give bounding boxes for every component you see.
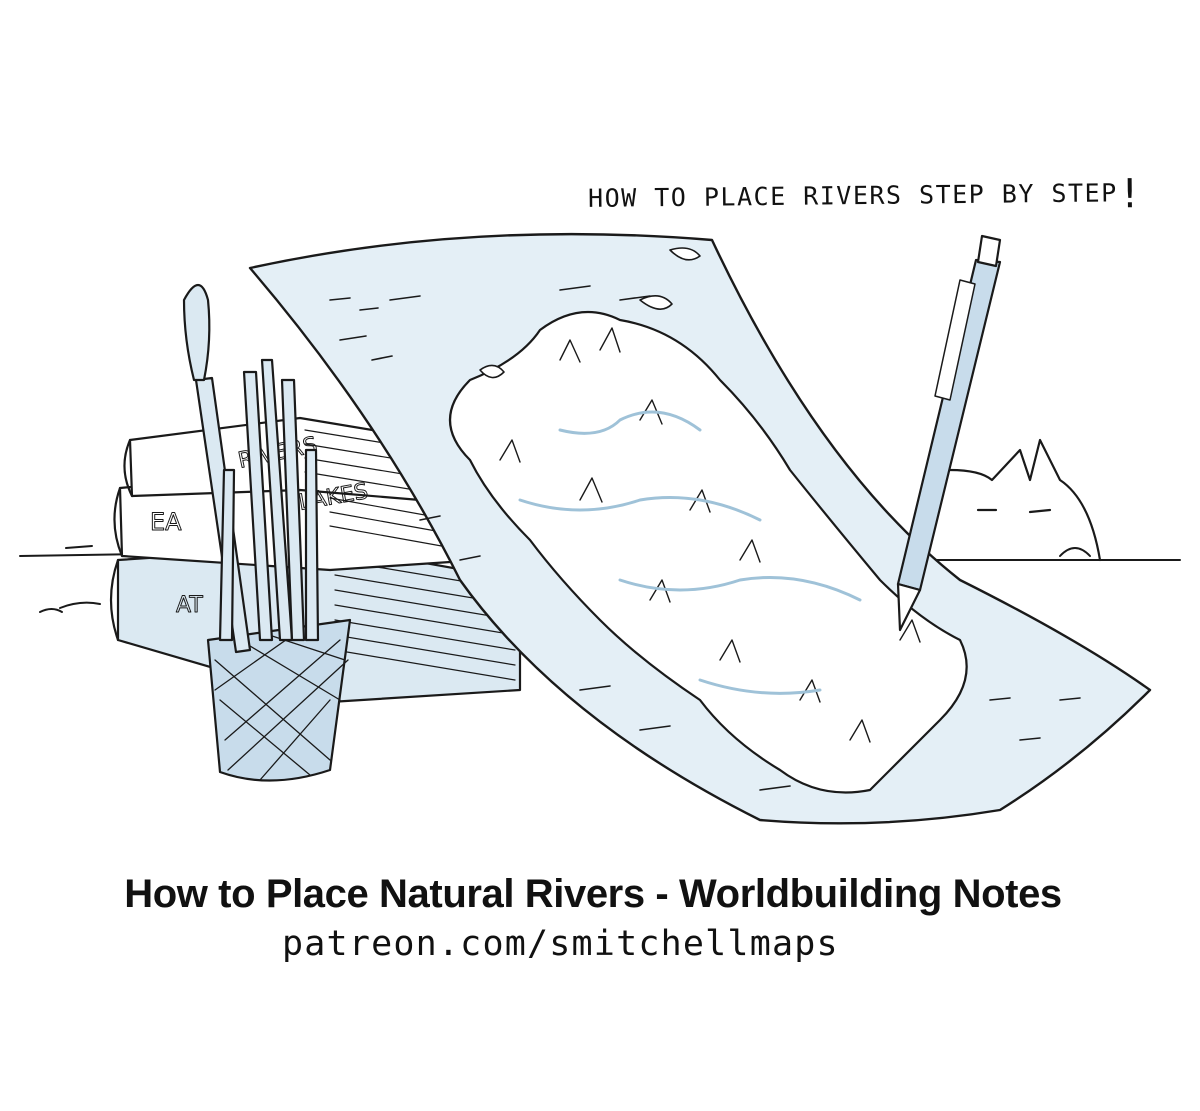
- paper-map: [248, 232, 1152, 825]
- patreon-url: patreon.com/smitchellmaps: [282, 924, 839, 964]
- pen: [896, 234, 1002, 632]
- handwritten-caption-text: HOW TO PLACE RIVERS STEP BY STEP: [587, 178, 1118, 213]
- paint-brushes: [182, 283, 320, 654]
- brush-cup: [206, 618, 352, 782]
- book-spine-label-left-bottom: AT: [176, 593, 203, 618]
- sketch-illustration: RIVERS LAKES EA AT: [19, 232, 1181, 825]
- cat-silhouette: [948, 438, 1102, 562]
- book-spine-label-left-top: EA: [150, 508, 182, 536]
- exclamation-mark: !: [1117, 171, 1144, 218]
- handwritten-caption: HOW TO PLACE RIVERS STEP BY STEP!: [588, 165, 1144, 217]
- table-edge: [19, 545, 1181, 613]
- page-title: How to Place Natural Rivers - Worldbuild…: [124, 872, 1062, 916]
